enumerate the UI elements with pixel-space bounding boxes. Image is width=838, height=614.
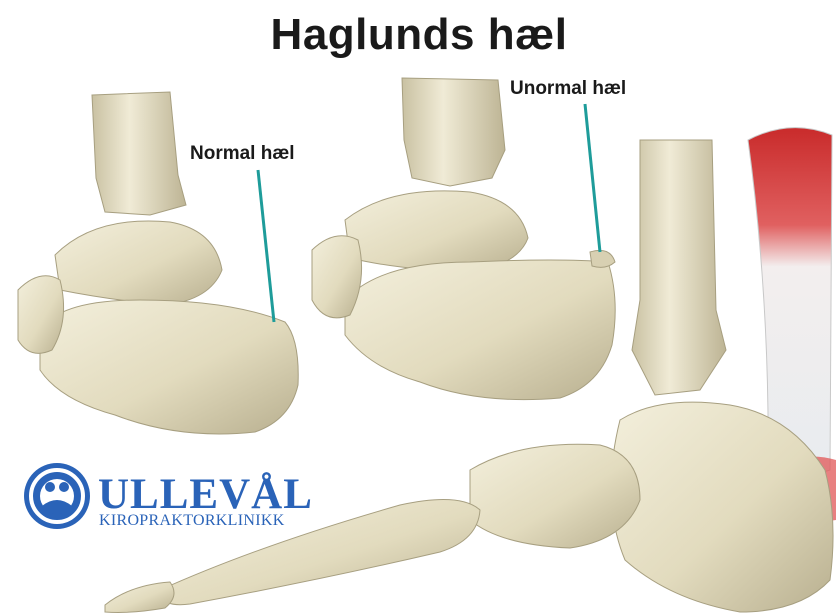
- unormal-heel-pointer: [585, 104, 600, 252]
- logo-subtitle: KIROPRAKTORKLINIKK: [99, 512, 285, 530]
- talus-bone-middle: [345, 191, 528, 272]
- navicular-bone-left: [18, 276, 64, 354]
- tibia-bone-left: [92, 92, 186, 215]
- toe-bones: [105, 582, 174, 613]
- abnormal-heel-illustration: [312, 78, 615, 400]
- normal-heel-label: Normal hæl: [190, 143, 295, 165]
- logo-emblem-icon: [24, 463, 90, 529]
- calcaneus-bone-middle: [345, 260, 615, 400]
- talus-bone-left: [55, 221, 222, 305]
- calcaneus-bone-left: [40, 300, 298, 434]
- page-title: Haglunds hæl: [0, 10, 838, 60]
- tibia-bone-middle: [402, 78, 505, 186]
- tibia-bone-right: [632, 140, 726, 395]
- navicular-bone-middle: [312, 236, 362, 318]
- normal-heel-pointer: [258, 170, 274, 322]
- unormal-heel-label: Unormal hæl: [510, 78, 626, 100]
- tarsal-bones: [470, 444, 640, 548]
- haglund-bump: [590, 250, 615, 267]
